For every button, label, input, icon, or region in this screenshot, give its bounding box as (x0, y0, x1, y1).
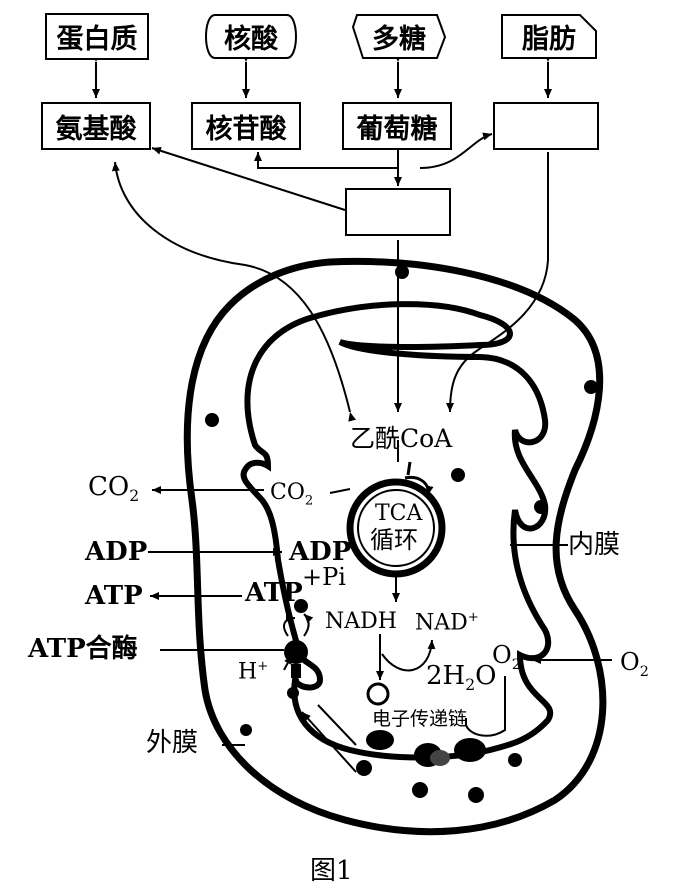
outer-membrane-label: 外膜 (146, 728, 199, 758)
co2-outer-label: CO2 (88, 472, 140, 506)
protein-label: 蛋白质 (56, 24, 138, 55)
intermediate-box (345, 188, 451, 236)
pi-label: +Pi (302, 563, 346, 591)
inner-membrane-shape (240, 301, 554, 761)
adp-inner-label: ADP (289, 537, 352, 567)
o2-inner-label: O2 (492, 641, 521, 673)
pathway-arrows (92, 53, 612, 773)
nucleotide-label: 核苷酸 (205, 113, 287, 145)
etc-label: 电子传递链 (372, 708, 468, 730)
fat-box: 脂肪 (500, 13, 598, 60)
adp-outer-label: ADP (85, 537, 148, 567)
nucleic-acid-frame (205, 14, 297, 59)
electron-transport-complexes (366, 682, 486, 767)
polysaccharide-box: 多糖 (351, 13, 447, 60)
acetyl-coa-label: 乙酰CoA (350, 424, 453, 453)
water-label: 2H2O (426, 661, 497, 695)
cycle-label: 循环 (370, 526, 418, 554)
tca-cycle-ring (346, 478, 446, 578)
o2-outer-label: O2 (620, 648, 649, 680)
glucose-box: 葡萄糖 (342, 102, 452, 150)
co2-inner-label: CO2 (270, 480, 314, 509)
polysaccharide-frame (351, 14, 447, 59)
amino-acid-box: 氨基酸 (41, 102, 151, 150)
atp-outer-label: ATP (85, 581, 143, 611)
protein-box: 蛋白质 (45, 13, 149, 60)
polysaccharide-label: 多糖 (372, 24, 426, 55)
nucleotide-box: 核苷酸 (191, 102, 301, 150)
nad-label: NAD+ (415, 610, 479, 636)
outer-membrane-shape (183, 257, 607, 836)
inner-membrane-label: 内膜 (568, 530, 621, 560)
fat-frame (501, 14, 597, 59)
fat-label: 脂肪 (522, 24, 576, 55)
atp-inner-label: ATP (245, 578, 303, 608)
nucleic-acid-label: 核酸 (224, 24, 278, 55)
amino-acid-label: 氨基酸 (55, 113, 137, 145)
blank-monomer-box (493, 102, 599, 150)
h-plus-label: H+ (238, 659, 269, 685)
atp-synthase-label: ATP合酶 (28, 634, 138, 664)
tca-label: TCA (375, 501, 423, 526)
figure-caption: 图1 (310, 856, 353, 886)
nadh-label: NADH (325, 609, 397, 634)
glucose-label: 葡萄糖 (356, 113, 438, 145)
nucleic-acid-box: 核酸 (203, 13, 299, 60)
